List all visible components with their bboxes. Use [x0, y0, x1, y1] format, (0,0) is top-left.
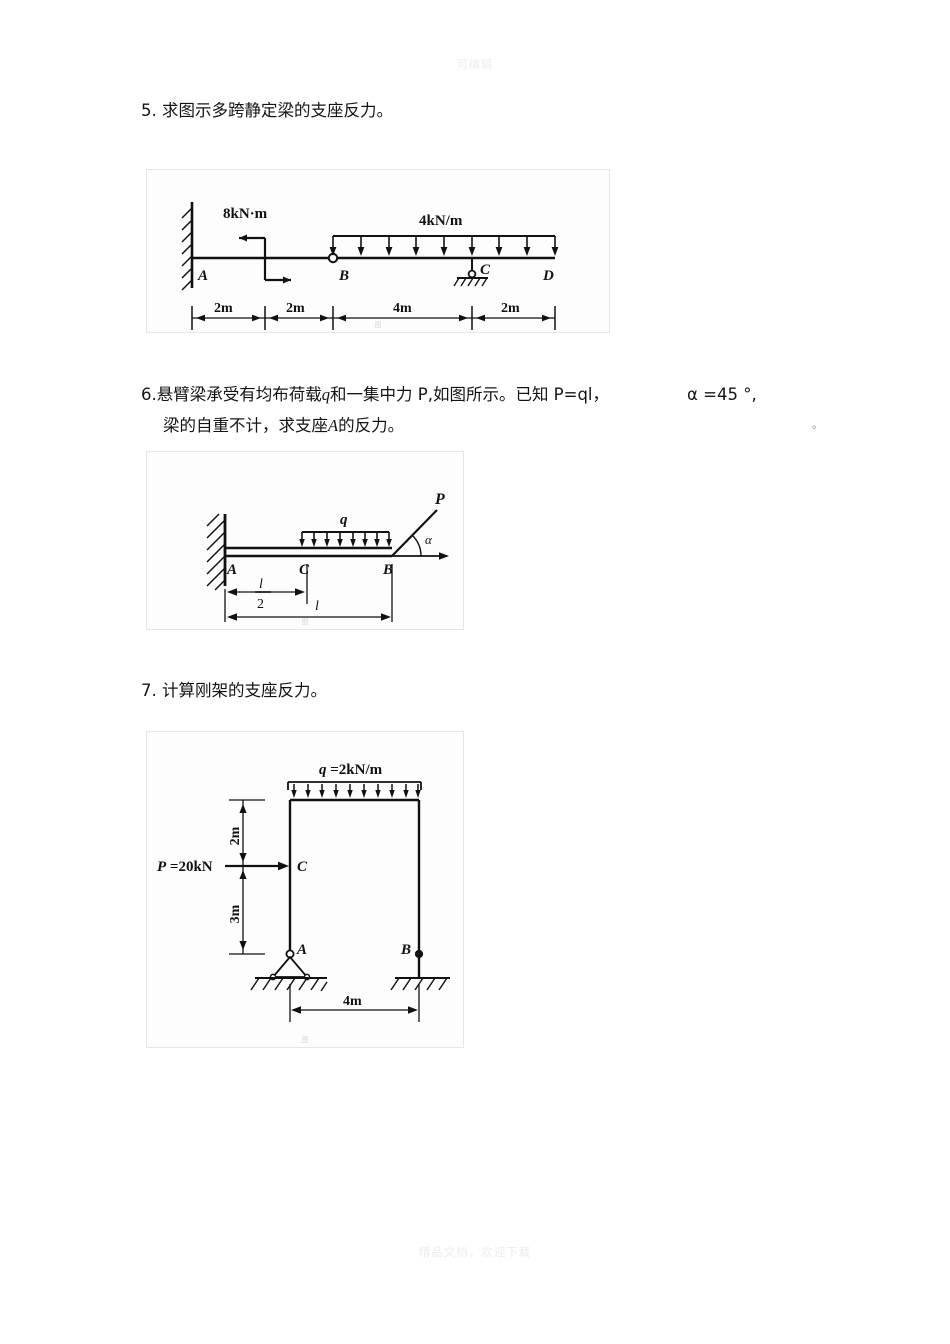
watermark-top: 可编辑	[457, 58, 493, 71]
figure-3-drawing: q =2kN/m P =20kN C A B 2m 3m 4m	[157, 762, 450, 1022]
question-6: 6.悬臂梁承受有均布荷载q和一集中力 P,如图所示。已知 P=ql， α =45 …	[141, 381, 831, 441]
fig1-dim-1: 2m	[214, 301, 233, 316]
fig2-node-c: C	[299, 562, 310, 578]
question-7-text: 计算刚架的支座反力。	[162, 681, 327, 700]
question-6-symbol-q: q	[321, 385, 330, 404]
fig2-node-a: A	[226, 562, 237, 578]
question-5-number: 5.	[141, 101, 157, 120]
watermark-bottom: 精品文档，欢迎下载	[418, 1245, 532, 1259]
question-6-line2-part-a: 梁的自重不计，求支座	[163, 415, 328, 435]
fig2-udl-label: q	[340, 512, 348, 528]
question-6-line2: 梁的自重不计，求支座A的反力。	[163, 412, 831, 441]
fig1-node-c: C	[480, 262, 491, 278]
fig3-dim-3m: 3m	[228, 904, 243, 923]
figure-cantilever-beam: q P α A C B l 2 l 图	[146, 451, 464, 630]
figure-2-caption-stub: 图	[301, 618, 309, 626]
question-5-text: 求图示多跨静定梁的支座反力。	[162, 101, 393, 120]
question-5: 5. 求图示多跨静定梁的支座反力。	[141, 97, 393, 126]
figure-1-drawing: 8kN·m 4kN/m A B C D 2m 2m 4m 2m	[181, 202, 559, 330]
fig2-dim-half-denominator: 2	[257, 597, 264, 612]
figure-2-drawing: q P α A C B l 2 l	[206, 491, 449, 622]
fig3-udl-label: q =2kN/m	[319, 762, 383, 778]
figure-multi-span-beam: 8kN·m 4kN/m A B C D 2m 2m 4m 2m 图	[146, 169, 610, 333]
figure-rigid-frame: q =2kN/m P =20kN C A B 2m 3m 4m 图	[146, 731, 464, 1048]
fig3-node-a: A	[296, 942, 307, 958]
question-6-trailing-mark: 。	[812, 418, 823, 431]
question-6-line1-part-a: 悬臂梁承受有均布荷载	[156, 385, 322, 404]
question-7-number: 7.	[141, 681, 157, 700]
fig1-dim-2: 2m	[286, 301, 305, 316]
fig3-dim-2m: 2m	[228, 826, 243, 845]
question-6-line1-part-b: 和一集中力 P,如图所示。已知 P=ql，	[330, 385, 610, 404]
fig3-node-c: C	[297, 859, 308, 875]
fig1-moment-label: 8kN·m	[223, 206, 268, 222]
fig1-node-d: D	[542, 268, 554, 284]
figure-1-caption-stub: 图	[374, 321, 382, 329]
fig2-dim-full: l	[315, 599, 319, 614]
fig1-node-b: B	[338, 268, 349, 284]
fig2-force-label: P	[434, 491, 445, 508]
question-7: 7. 计算刚架的支座反力。	[141, 677, 327, 706]
fig1-node-a: A	[197, 268, 208, 284]
figure-3-caption-stub: 图	[301, 1036, 309, 1044]
fig3-dim-4m: 4m	[343, 994, 362, 1009]
question-6-angle: α =45 °,	[687, 385, 757, 404]
fig3-force-label: P =20kN	[157, 859, 213, 875]
fig2-node-b: B	[382, 562, 393, 578]
question-6-number: 6.	[141, 385, 157, 404]
fig1-dim-4: 2m	[501, 301, 520, 316]
question-6-symbol-A: A	[328, 415, 339, 435]
fig1-dim-3: 4m	[393, 301, 412, 316]
fig1-udl-label: 4kN/m	[419, 213, 463, 229]
fig2-dim-half-numerator: l	[259, 577, 263, 592]
fig3-node-b: B	[400, 942, 411, 958]
question-6-line2-part-b: 的反力。	[338, 415, 405, 435]
fig2-angle-label: α	[425, 532, 433, 547]
